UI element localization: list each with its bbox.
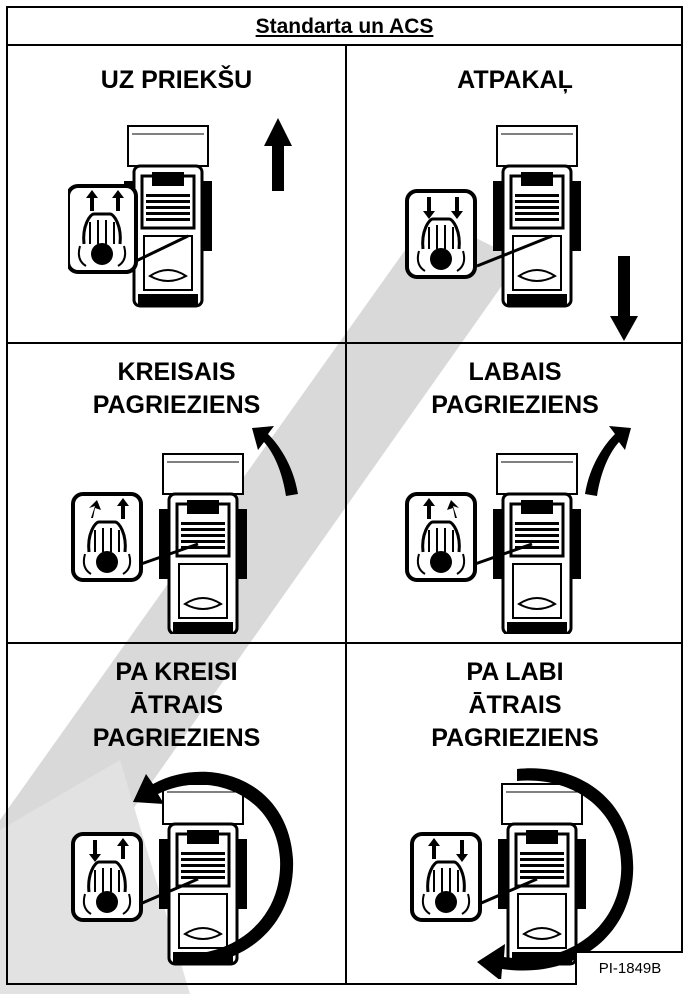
- panel-fast-left-line-3: PAGRIEZIENS: [92, 724, 261, 752]
- panel-left-turn-line-2: PAGRIEZIENS: [92, 391, 261, 419]
- panel-left-turn-line-1: KREISAIS: [117, 358, 236, 386]
- reverse-illustration: [397, 124, 638, 341]
- panel-fast-right-label: PA LABI ĀTRAIS PAGRIEZIENS: [347, 656, 683, 755]
- header-title: Standarta un ACS: [255, 15, 434, 38]
- fast-left-illustration: [58, 771, 294, 966]
- panel-right-turn-line-2: PAGRIEZIENS: [431, 391, 599, 419]
- header: Standarta un ACS: [8, 8, 681, 46]
- left-turn-illustration: [68, 426, 298, 634]
- panel-fast-right: PA LABI ĀTRAIS PAGRIEZIENS PI-1849B: [347, 644, 683, 985]
- panel-fast-right-line-2: ĀTRAIS: [468, 691, 562, 719]
- curved-right-arrow-icon: [585, 426, 631, 496]
- panel-right-turn-line-1: LABAIS: [468, 358, 562, 386]
- panel-fast-left: PA KREISI ĀTRAIS PAGRIEZIENS: [8, 644, 345, 985]
- panel-right-turn: LABAIS PAGRIEZIENS: [347, 344, 683, 642]
- panel-left-turn: KREISAIS PAGRIEZIENS: [8, 344, 345, 642]
- up-arrow-icon: [264, 118, 292, 191]
- panel-fast-left-label: PA KREISI ĀTRAIS PAGRIEZIENS: [8, 656, 345, 755]
- instruction-frame: Standarta un ACS UZ PRIEKŠU ATPAKAĻ KREI…: [6, 6, 683, 985]
- right-turn-illustration: [397, 426, 631, 634]
- down-arrow-icon: [610, 256, 638, 341]
- panel-fast-right-line-1: PA LABI: [466, 658, 564, 686]
- panel-left-turn-label: KREISAIS PAGRIEZIENS: [8, 356, 345, 422]
- panel-reverse: ATPAKAĻ: [347, 46, 683, 342]
- panel-forward-label: UZ PRIEKŠU: [8, 64, 345, 97]
- panel-forward-line-1: UZ PRIEKŠU: [100, 66, 253, 94]
- panel-reverse-line-1: ATPAKAĻ: [457, 66, 573, 94]
- panel-fast-left-line-1: PA KREISI: [115, 658, 238, 686]
- fast-right-illustration: [397, 768, 634, 979]
- panel-reverse-label: ATPAKAĻ: [347, 64, 683, 97]
- panel-fast-left-line-2: ĀTRAIS: [129, 691, 224, 719]
- curved-left-arrow-icon: [252, 426, 298, 496]
- forward-illustration: [68, 118, 292, 308]
- panel-right-turn-label: LABAIS PAGRIEZIENS: [347, 356, 683, 422]
- panel-fast-right-line-3: PAGRIEZIENS: [431, 724, 599, 752]
- panel-forward: UZ PRIEKŠU: [8, 46, 345, 342]
- figure-code: PI-1849B: [575, 951, 683, 985]
